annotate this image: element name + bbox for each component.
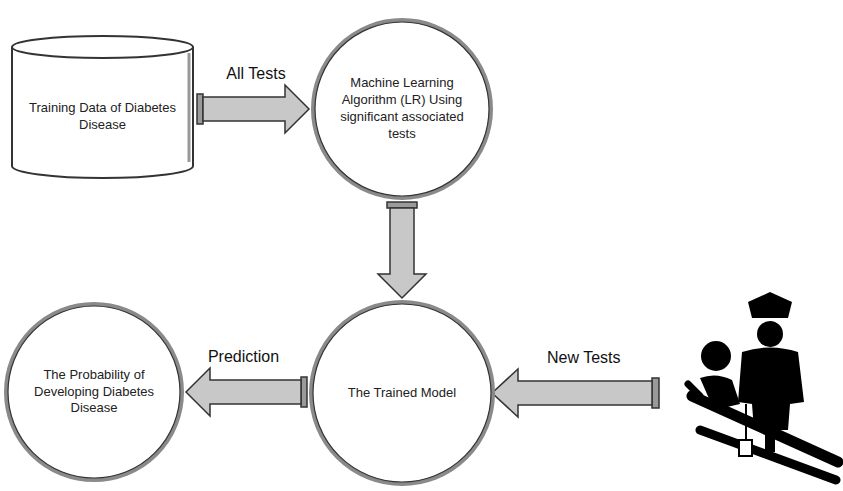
node-label: Training Data of Diabetes Disease — [26, 100, 179, 134]
node-label: Machine Learning Algorithm (LR) Using si… — [337, 75, 467, 143]
process-circle: Machine Learning Algorithm (LR) Using si… — [311, 18, 493, 200]
node-label: The Trained Model — [348, 385, 456, 402]
data-cylinder: Training Data of Diabetes Disease — [10, 35, 195, 178]
input-arrow — [492, 369, 659, 417]
block-arrow — [186, 368, 307, 416]
block-arrow — [197, 85, 309, 133]
edge-label: Prediction — [206, 348, 281, 366]
patient-nurse-figure — [688, 292, 838, 480]
process-circle: The Trained Model — [309, 300, 495, 486]
block-arrow — [378, 202, 426, 298]
process-circle: The Probability of Developing Diabetes D… — [4, 302, 184, 482]
node-label: The Probability of Developing Diabetes D… — [30, 367, 158, 418]
edge-label: All Tests — [224, 65, 287, 83]
arrow-label: New Tests — [545, 349, 623, 367]
